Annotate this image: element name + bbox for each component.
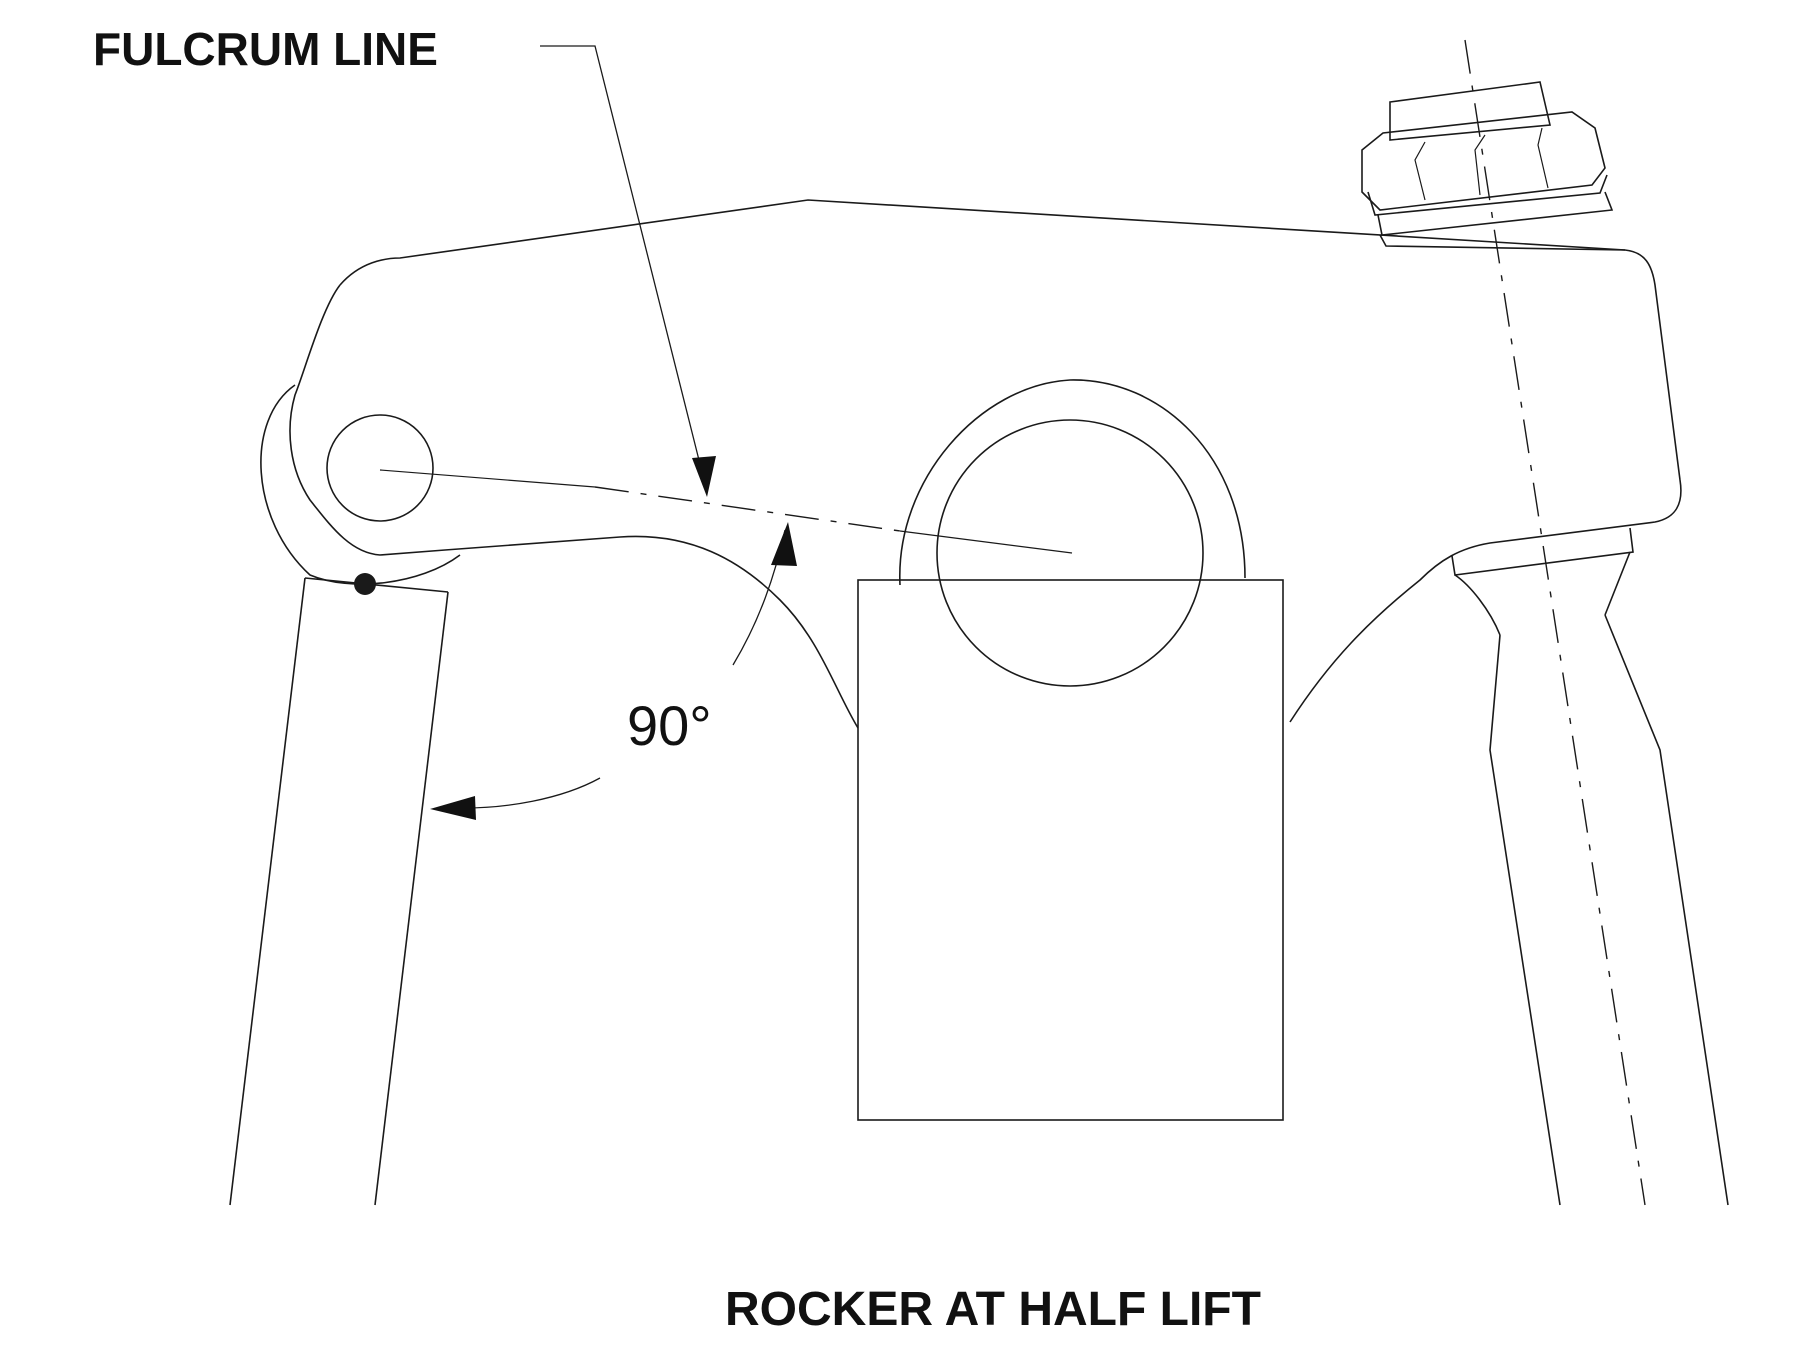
roller-tip (260, 384, 461, 585)
fulcrum-line (379, 469, 1073, 554)
rocker-body (289, 199, 1682, 729)
valve-stem (1464, 39, 1729, 1206)
roller-pin-circle (326, 414, 434, 522)
adjuster-assembly (1361, 81, 1634, 636)
pushrod (229, 573, 449, 1206)
valve-centerline (1464, 39, 1646, 1206)
rocker-stand-block (857, 579, 1284, 1121)
fulcrum-leader (540, 45, 716, 497)
right-angle-indicator (430, 522, 797, 820)
trunnion-circle (936, 419, 1204, 687)
diagram-caption: ROCKER AT HALF LIFT (725, 1283, 1261, 1336)
angle-label: 90° (627, 694, 712, 757)
fulcrum-line-label: FULCRUM LINE (93, 23, 438, 75)
